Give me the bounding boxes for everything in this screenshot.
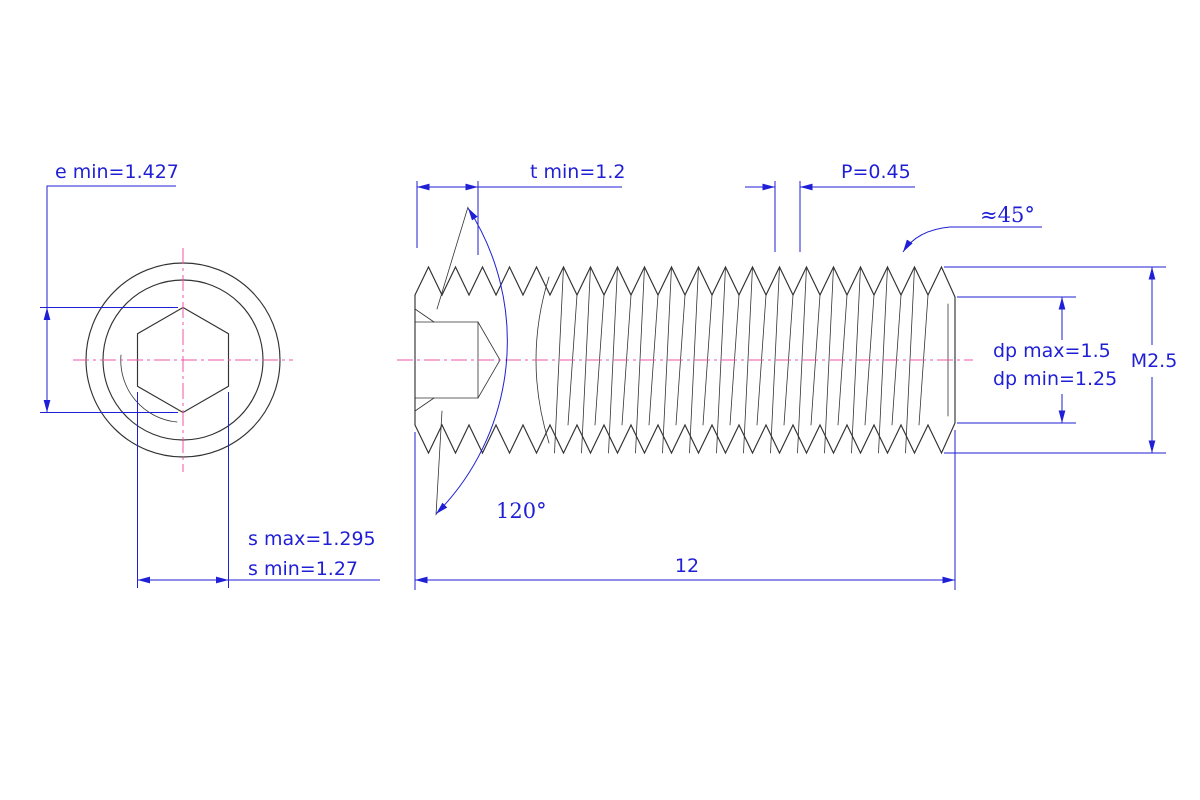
dimensions: e min=1.427 s max=1.295 s min=1.27 t min… — [40, 161, 1177, 590]
e-extension-lines — [40, 307, 178, 413]
dimension-e-min: e min=1.427 — [40, 161, 179, 413]
chamfer-leader — [902, 226, 951, 253]
dimension-s: s max=1.295 s min=1.27 — [137, 392, 380, 588]
dimension-length: 12 — [414, 430, 956, 590]
pitch-extension-lines — [774, 181, 801, 252]
s-min-label: s min=1.27 — [248, 558, 358, 580]
length-label: 12 — [675, 555, 699, 577]
end-view — [73, 248, 293, 472]
chamfer-angle-label: ≈45° — [980, 203, 1035, 227]
dimension-chamfer-angle: ≈45° — [902, 203, 1042, 253]
t-min-label: t min=1.2 — [530, 161, 625, 183]
point-angle-arc — [435, 207, 508, 515]
s-extension-lines — [137, 392, 229, 588]
countersink-arc — [120, 354, 178, 423]
point-angle-label: 120° — [496, 499, 547, 523]
angle-construction-lines — [435, 206, 469, 516]
countersink-edges — [414, 308, 435, 412]
s-max-label: s max=1.295 — [248, 528, 376, 550]
length-extension-lines — [414, 430, 956, 590]
pitch-label: P=0.45 — [841, 161, 911, 183]
dimension-pitch: P=0.45 — [745, 161, 915, 252]
thread-crest-bottom — [414, 422, 956, 455]
dimension-t-min: t min=1.2 — [416, 161, 625, 255]
dimension-point-angle: 120° — [435, 207, 547, 523]
dp-extension-lines — [957, 296, 1076, 424]
side-view — [397, 206, 973, 516]
thread-crest-top — [414, 265, 956, 298]
dimension-dp: dp max=1.5 dp min=1.25 — [957, 296, 1117, 424]
thread-extension-lines — [944, 266, 1166, 454]
t-extension-lines — [416, 181, 479, 255]
thread-label: M2.5 — [1131, 350, 1178, 372]
e-min-label: e min=1.427 — [55, 161, 179, 183]
dp-min-label: dp min=1.25 — [993, 368, 1117, 390]
e-leader-line — [46, 185, 176, 308]
dimension-thread: M2.5 — [944, 266, 1178, 454]
dp-max-label: dp max=1.5 — [993, 340, 1111, 362]
